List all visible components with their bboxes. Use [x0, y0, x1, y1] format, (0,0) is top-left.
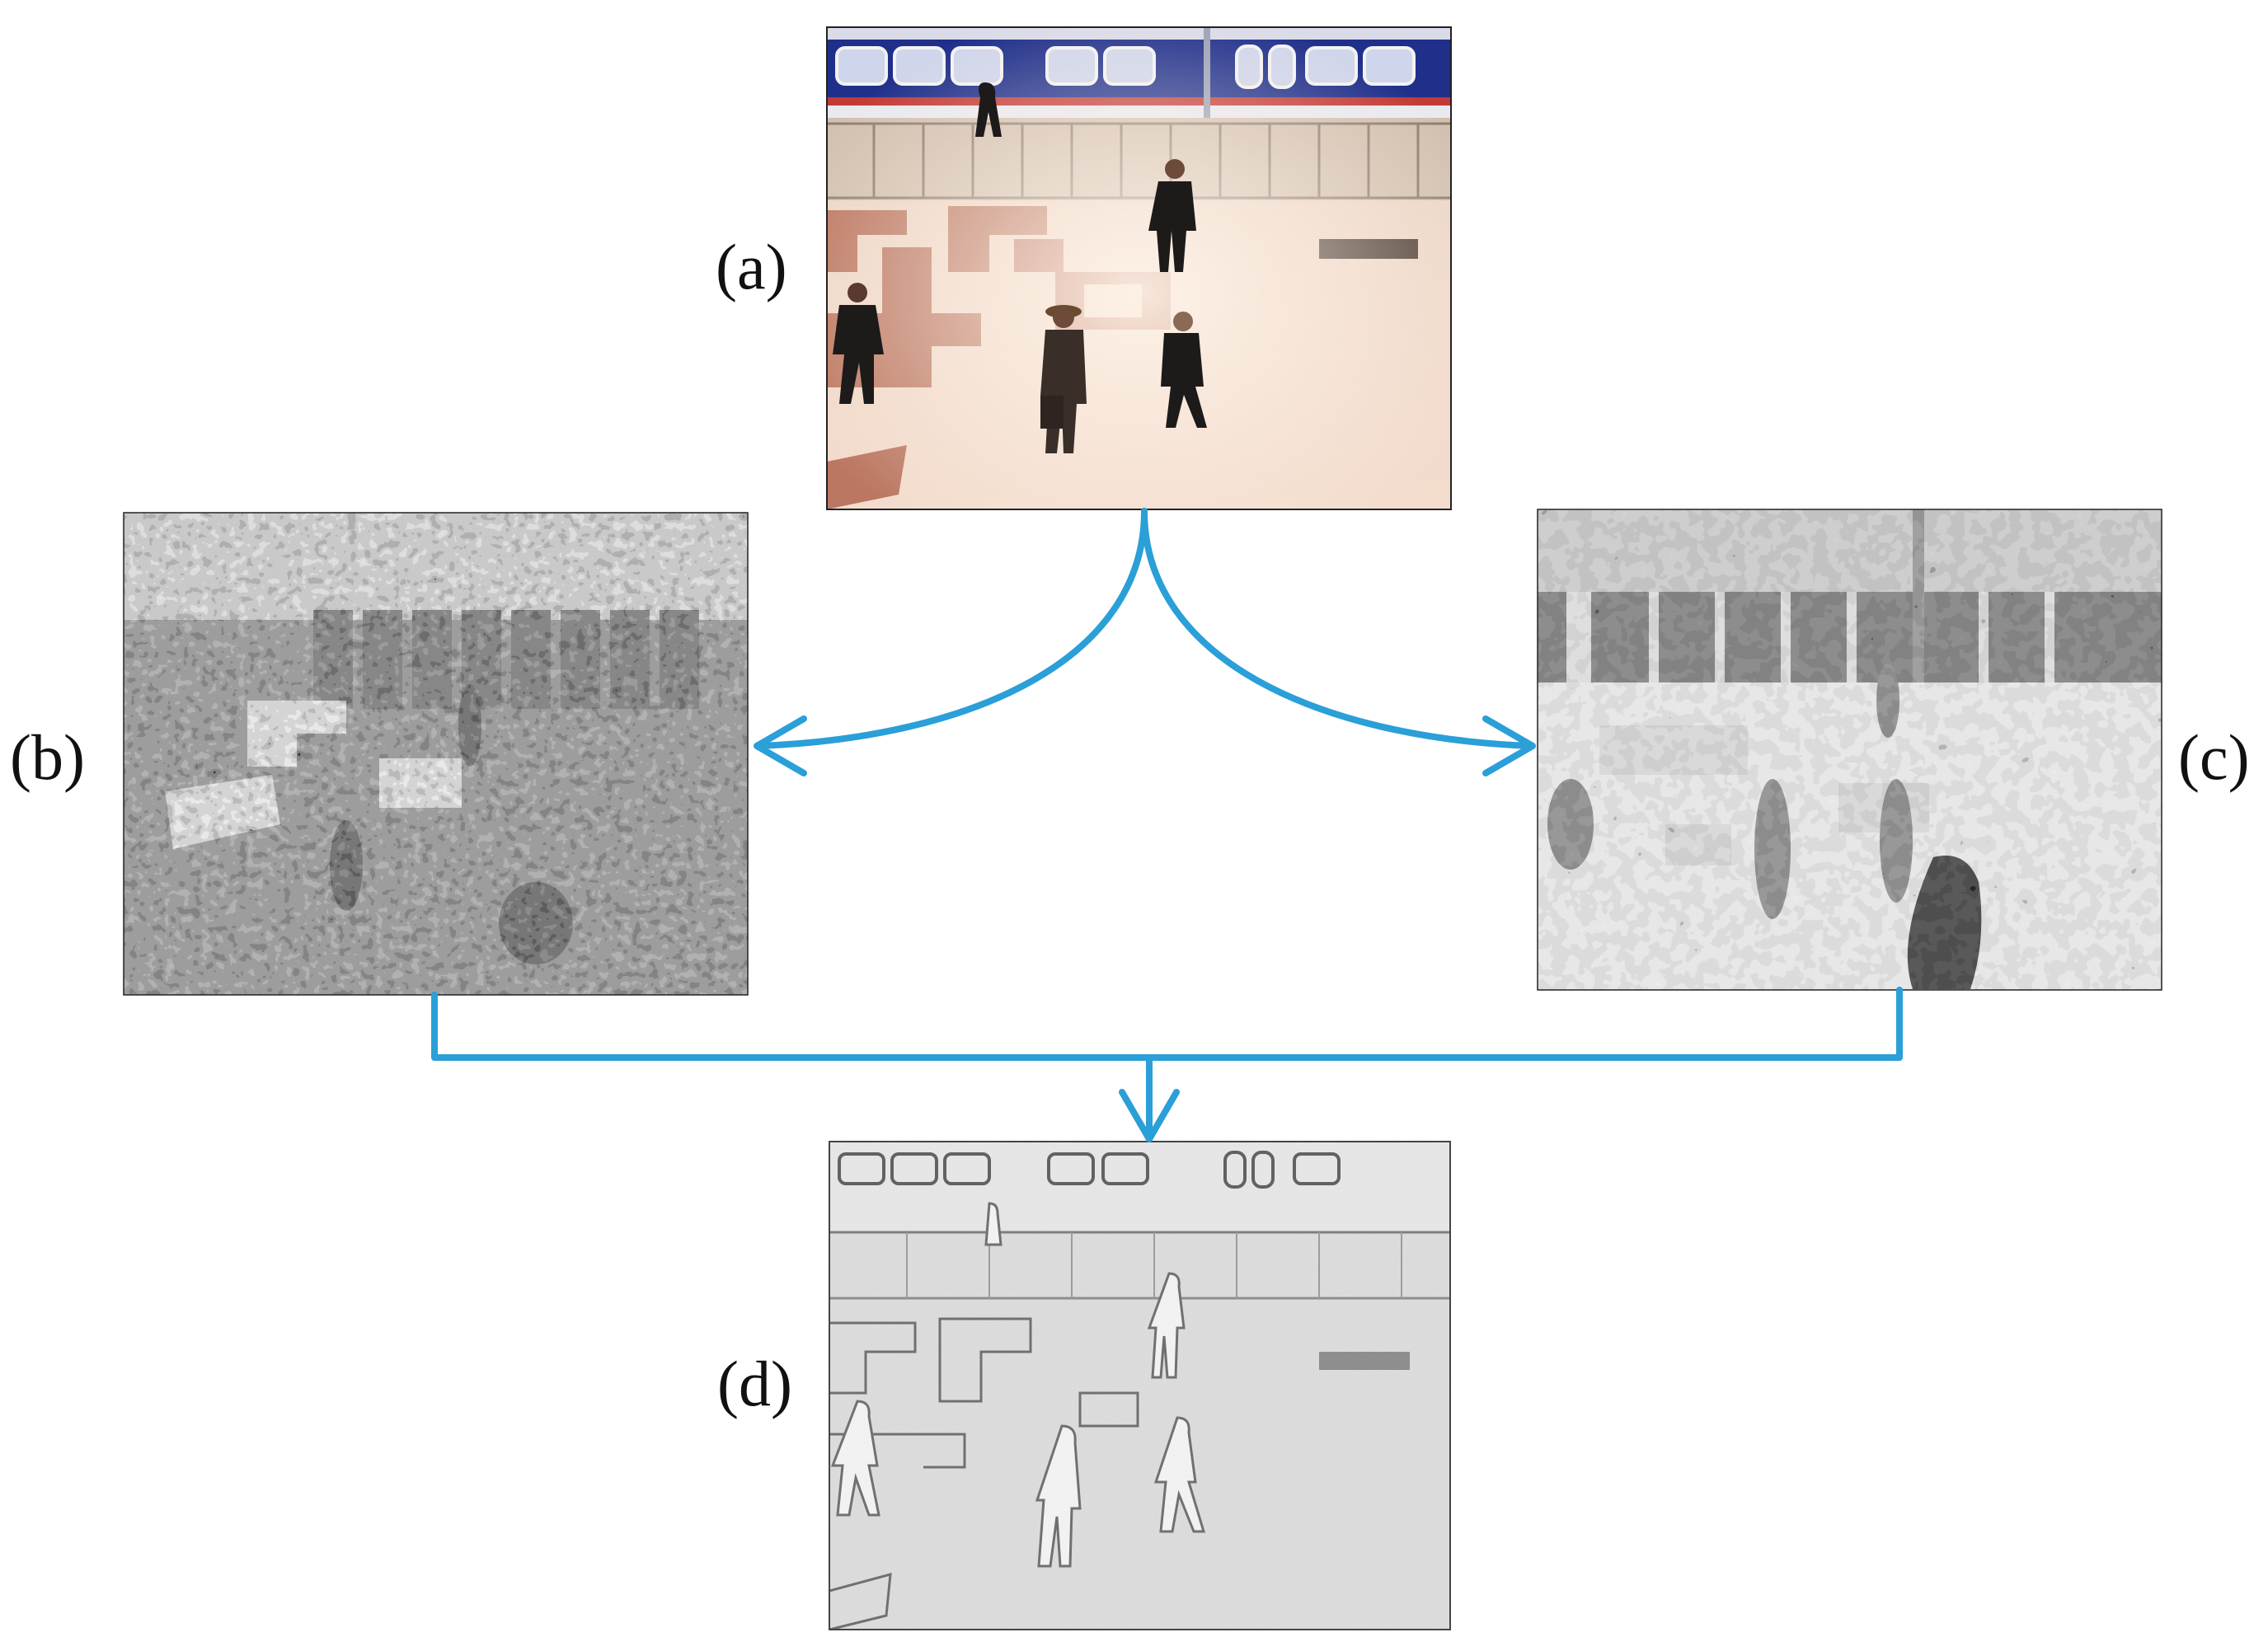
label-a: (a) [716, 231, 787, 303]
label-b: (b) [10, 721, 85, 793]
panel-d-map [829, 1142, 1450, 1630]
panel-c-frame [1537, 509, 2162, 991]
connector-c-to-d [1146, 987, 1903, 1061]
panel-b-map [124, 513, 748, 995]
panel-labels: (a) (b) (c) (d) [10, 231, 2250, 1419]
panel-a-photo [827, 27, 1451, 509]
arrow-a-to-b [755, 508, 1148, 749]
panel-a-frame [826, 26, 1452, 510]
arrowhead-a-to-b [754, 715, 807, 776]
arrowhead-to-d [1119, 1089, 1180, 1142]
arrow-a-to-c [1141, 508, 1534, 749]
arrowhead-a-to-c [1482, 715, 1536, 776]
label-c: (c) [2178, 721, 2250, 793]
panel-c-map [1538, 509, 2162, 990]
connector-b-to-d [431, 992, 1153, 1061]
label-d: (d) [717, 1348, 792, 1419]
panel-d-frame [829, 1141, 1451, 1630]
flow-arrows [431, 508, 1903, 1142]
